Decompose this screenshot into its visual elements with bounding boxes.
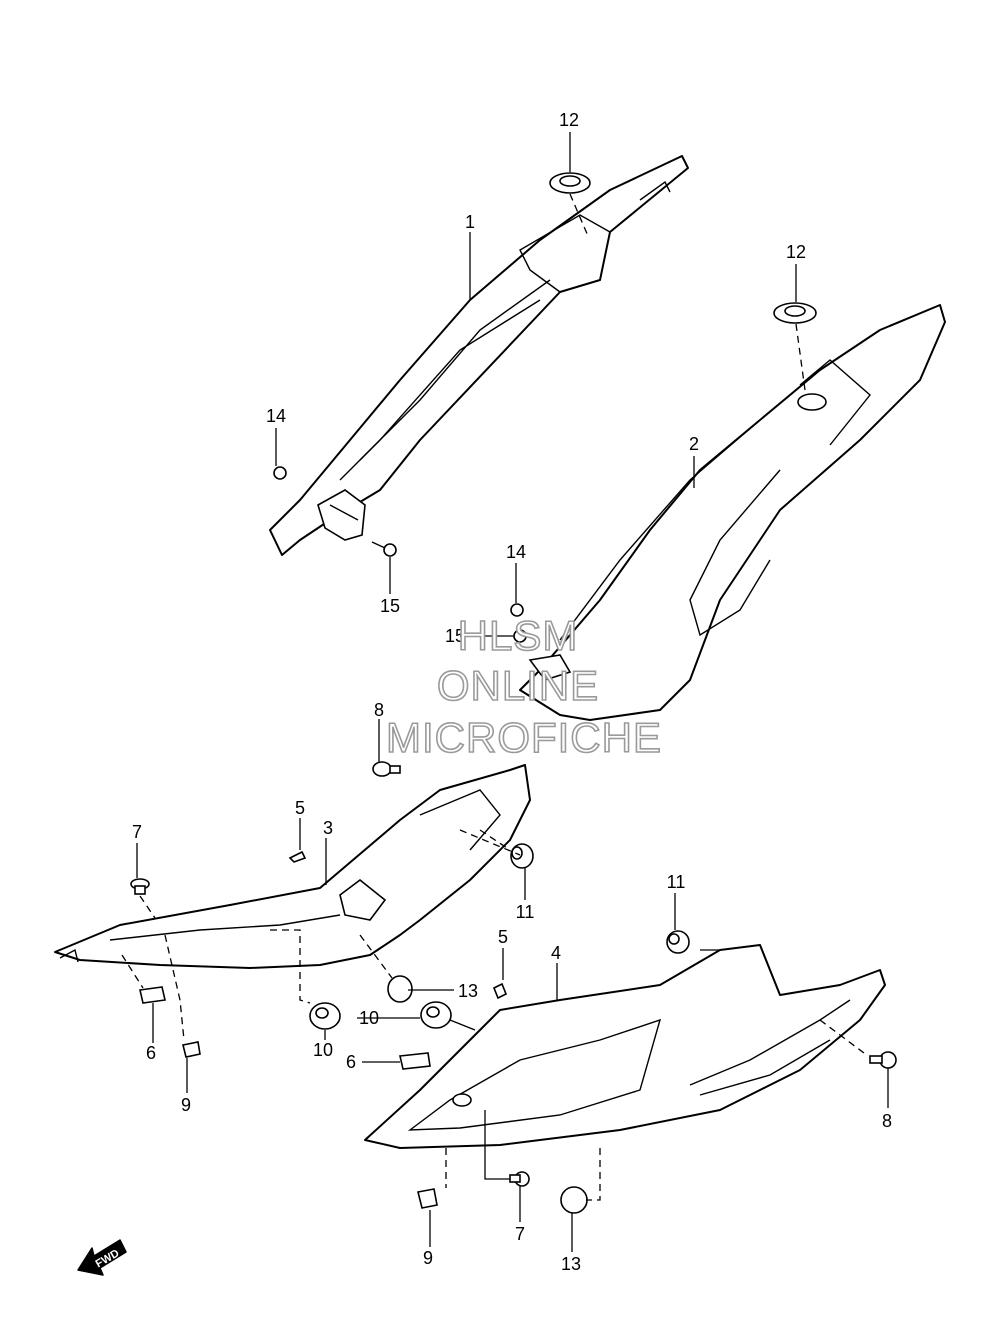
callout-11-left: 11 <box>516 902 535 922</box>
callout-13-right: 13 <box>561 1254 581 1274</box>
forward-arrow-icon: FWD <box>77 1239 127 1276</box>
cushion-13-left <box>387 975 413 1003</box>
callout-9-left: 9 <box>181 1095 191 1115</box>
screw-14-left <box>273 466 287 480</box>
callout-5-left: 5 <box>295 798 305 818</box>
leader-lines <box>121 132 889 1252</box>
part-2-frame-cover-right <box>519 304 946 721</box>
callout-12-right: 12 <box>786 242 806 262</box>
grommet-10-left <box>309 1002 341 1030</box>
callout-2: 2 <box>689 434 699 454</box>
grommet-10-right <box>420 1001 452 1029</box>
clip-9-left <box>182 1041 201 1058</box>
callout-15-left: 15 <box>380 596 400 616</box>
forward-arrow-label: FWD <box>94 1247 122 1270</box>
grommet-11-right <box>666 930 690 954</box>
callout-14-left: 14 <box>266 406 286 426</box>
callout-11-right: 11 <box>667 872 686 892</box>
callout-4: 4 <box>551 943 561 963</box>
callout-10-right: 10 <box>359 1008 379 1028</box>
clip-5-left <box>288 850 307 863</box>
bolt-7-right <box>509 1171 530 1187</box>
grommet-12-upper <box>549 172 591 194</box>
pad-6-right <box>399 1052 431 1070</box>
callout-8-left: 8 <box>374 700 384 720</box>
watermark-line-1: HLSM <box>458 612 579 659</box>
callout-15-right: 15 <box>445 626 465 646</box>
callout-13-left: 13 <box>458 981 478 1001</box>
grommet-11-left <box>510 843 534 869</box>
clip-5-right <box>492 982 508 1000</box>
pad-6-left <box>139 986 166 1004</box>
bolt-8-right <box>869 1051 897 1069</box>
callout-1: 1 <box>465 212 475 232</box>
watermark-line-3: MICROFICHE <box>386 714 662 761</box>
grommet-12-right <box>773 302 817 324</box>
part-3-side-cover-left <box>54 764 531 969</box>
clip-9-right <box>417 1188 438 1209</box>
part-4-side-cover-right <box>364 944 886 1149</box>
callout-12-upper: 12 <box>559 110 579 130</box>
callout-7-left: 7 <box>132 822 142 842</box>
callout-10-left: 10 <box>313 1040 333 1060</box>
callout-5-right: 5 <box>498 927 508 947</box>
cushion-13-right <box>560 1186 588 1214</box>
watermark-line-2: ONLINE <box>437 662 599 709</box>
callout-labels: 12 1 14 15 12 2 14 15 8 5 3 7 11 13 10 6… <box>132 110 892 1274</box>
callout-3: 3 <box>323 818 333 838</box>
callout-9-right: 9 <box>423 1248 433 1268</box>
callout-7-right: 7 <box>515 1224 525 1244</box>
callout-14-right: 14 <box>506 542 526 562</box>
bolt-7-left <box>130 878 150 895</box>
part-1-frame-cover-left <box>269 155 689 556</box>
watermark: HLSM ONLINE MICROFICHE <box>385 611 662 762</box>
callout-6-left: 6 <box>146 1043 156 1063</box>
bolt-8-left <box>372 761 401 777</box>
screw-14-right <box>510 603 524 617</box>
callout-6-right: 6 <box>346 1052 356 1072</box>
screw-15-left <box>371 541 397 557</box>
callout-8-right: 8 <box>882 1111 892 1131</box>
